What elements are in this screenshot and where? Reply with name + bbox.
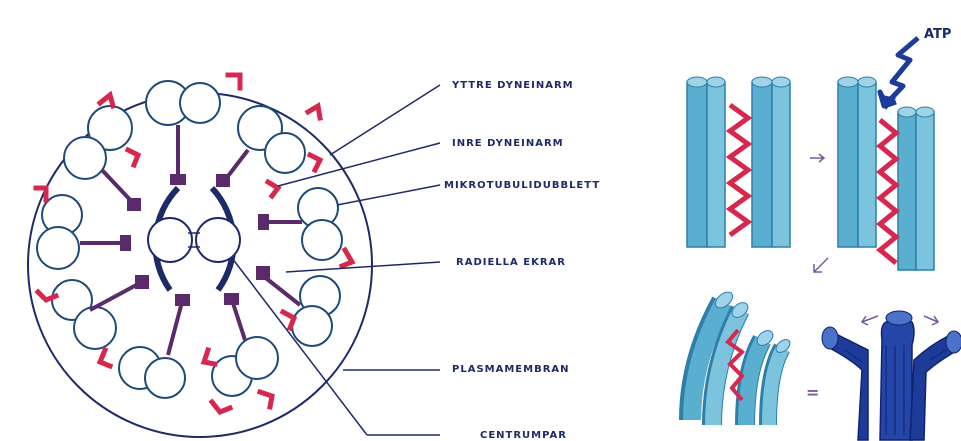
microtubule-doublet: [298, 188, 342, 260]
microtubule-doublet: [212, 337, 278, 396]
microtubule-doublet: [292, 276, 340, 346]
microtubule-doublet: [238, 106, 305, 173]
arrow-down-left-icon: [814, 258, 828, 272]
arrow-right-icon: [810, 154, 824, 162]
equals-sign: =: [806, 383, 820, 402]
label-outer-dynein-arm: YTTRE DYNEINARM: [451, 80, 574, 91]
microtubule-doublet: [146, 81, 220, 125]
microtubule-doublet: [37, 195, 82, 269]
label-plasma-membrane: PLASMAMEMBRAN: [452, 364, 570, 375]
atp-label: ATP: [924, 27, 951, 42]
label-radial-spokes: RADIELLA EKRAR: [456, 257, 566, 268]
dynein-zigzag: [730, 105, 748, 235]
dynein-zigzag: [880, 120, 896, 263]
sliding-mechanism: ATP =: [687, 27, 961, 440]
arrow-up-right-icon: [924, 316, 938, 325]
central-microtubule-left: [148, 218, 192, 262]
label-central-pair: CENTRUMPAR: [480, 430, 567, 441]
axoneme-cross-section: YTTRE DYNEINARM INRE DYNEINARM MIKROTUBU…: [28, 75, 600, 441]
arrow-up-left-icon: [862, 316, 878, 325]
microtubule-doublet: [52, 280, 116, 349]
microtubule-doublet: [64, 106, 132, 179]
doublet-pair-resting: [687, 77, 790, 247]
bent-axoneme-bundle: [822, 311, 961, 440]
label-microtubule-doublet: MIKROTUBULIDUBBLETT: [444, 180, 600, 191]
central-microtubule-right: [196, 218, 240, 262]
doublet-pair-bent: [690, 289, 792, 425]
microtubule-doublet: [119, 347, 185, 398]
label-inner-dynein-arm: INRE DYNEINARM: [452, 138, 564, 149]
